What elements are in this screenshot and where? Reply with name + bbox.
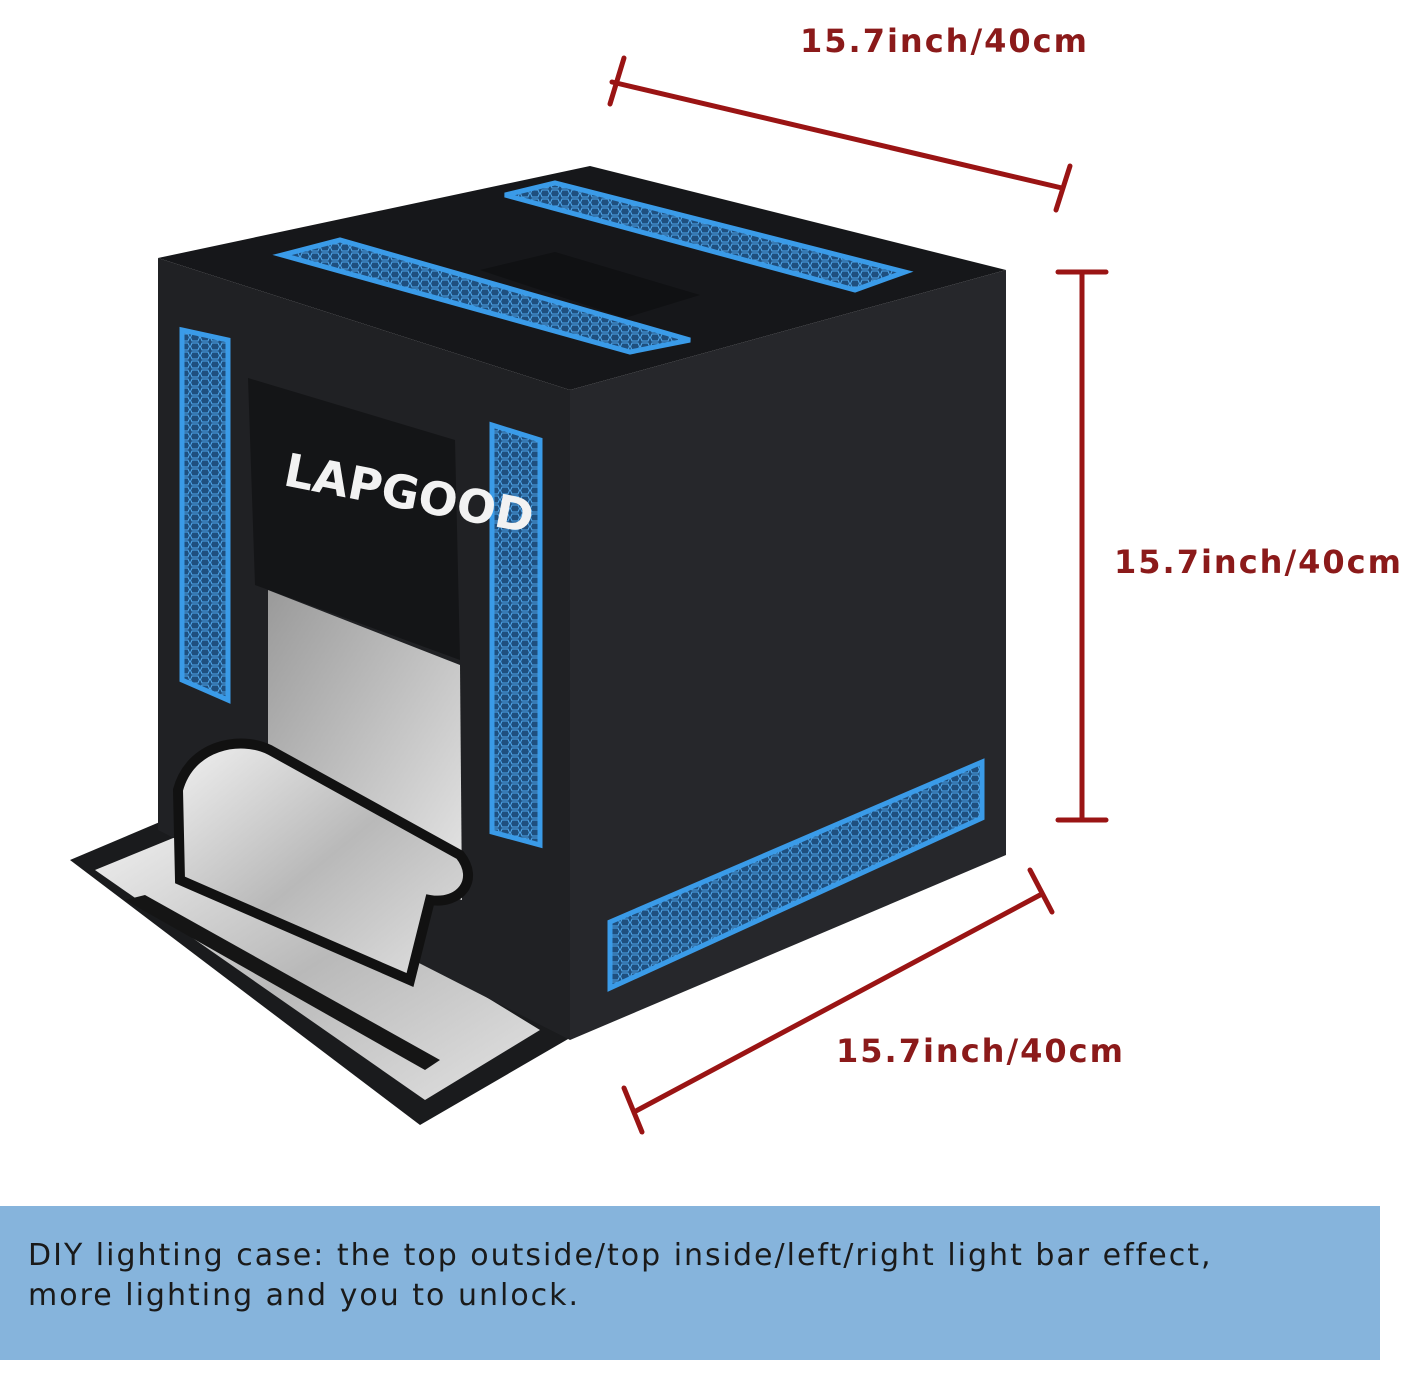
rolled-door-flap bbox=[172, 738, 473, 987]
width-dimension-label: 15.7inch/40cm bbox=[800, 22, 1089, 60]
caption-line-2: more lighting and you to unlock. bbox=[28, 1278, 581, 1313]
depth-dimension-label: 15.7inch/40cm bbox=[836, 1032, 1125, 1070]
light-bars bbox=[179, 180, 985, 992]
caption-banner: DIY lighting case: the top outside/top i… bbox=[0, 1206, 1380, 1360]
door-flap bbox=[248, 378, 460, 660]
height-dimension-label: 15.7inch/40cm bbox=[1114, 543, 1403, 581]
dimension-lines bbox=[607, 55, 1109, 1135]
top-handle-flap bbox=[480, 252, 700, 318]
caption-line-1: DIY lighting case: the top outside/top i… bbox=[28, 1238, 1213, 1273]
light-box-illustration: LAPGOOD bbox=[70, 55, 1109, 1135]
